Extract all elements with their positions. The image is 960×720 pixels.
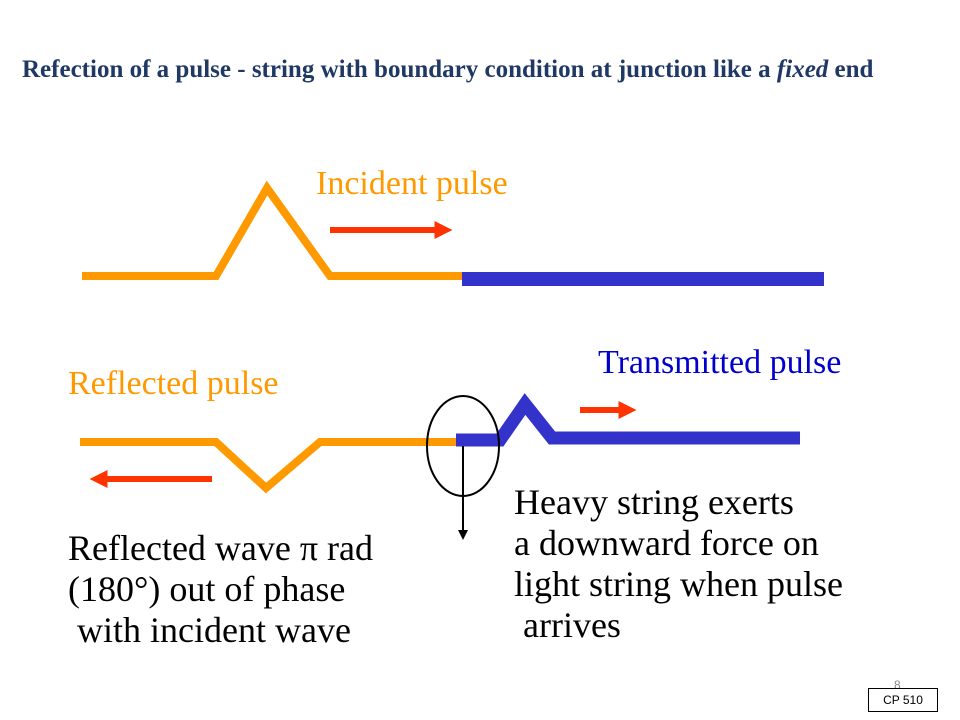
note-line: Reflected wave π rad <box>68 528 374 568</box>
title-emphasis: fixed <box>776 56 829 83</box>
transmitted-pulse-label: Transmitted pulse <box>598 344 842 381</box>
incident-pulse-label: Incident pulse <box>316 165 508 202</box>
note-line: arrives <box>514 605 621 645</box>
heavy-string-note: Heavy string exerts a downward force on … <box>514 482 843 646</box>
note-line: light string when pulse <box>514 564 843 604</box>
title-text-end: end <box>828 56 874 83</box>
slide-number: 8 <box>894 678 901 692</box>
course-footer: CP 510 <box>868 688 938 712</box>
note-line: a downward force on <box>514 523 819 563</box>
slide-title: Refection of a pulse - string with bound… <box>22 52 922 88</box>
note-line: Heavy string exerts <box>514 482 794 522</box>
reflected-wave-note: Reflected wave π rad (180°) out of phase… <box>68 528 373 651</box>
title-text: Refection of a pulse - string with bound… <box>22 56 777 83</box>
note-line: with incident wave <box>68 610 351 650</box>
reflected-pulse-light-string <box>80 438 456 494</box>
note-line: (180°) out of phase <box>68 569 346 609</box>
transmitted-pulse-heavy-string <box>456 393 800 447</box>
incident-pulse-light-string <box>82 180 462 280</box>
reflected-pulse-label: Reflected pulse <box>68 365 279 402</box>
